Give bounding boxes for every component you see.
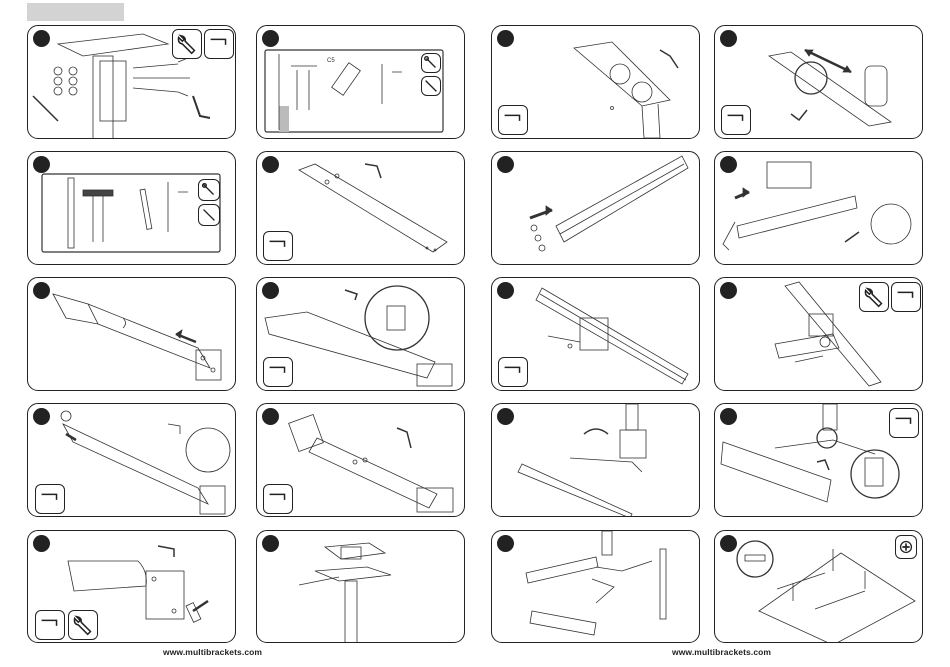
allen-key-icon: [498, 357, 528, 387]
step-panel-6: [256, 151, 465, 265]
allen-key-icon: [721, 105, 751, 135]
step-panel-20: [714, 530, 923, 643]
step-panel-17: [27, 530, 236, 643]
allen-key-icon: [204, 29, 234, 59]
step-panel-4: [714, 25, 923, 139]
step-20-illustration: [715, 531, 923, 643]
step-panel-3: [491, 25, 700, 139]
step-panel-7: [491, 151, 700, 265]
step-panel-16: [714, 403, 923, 517]
allen-key-icon: [891, 282, 921, 312]
step-panel-1: [27, 25, 236, 139]
step-panel-14: [256, 403, 465, 517]
step-panel-11: [491, 277, 700, 391]
step-panel-9: [27, 277, 236, 391]
step-panel-19: [491, 530, 700, 643]
drill-bit-icon: [198, 204, 220, 226]
phillips-screw-icon: [895, 535, 917, 559]
wrench-icon: [68, 610, 98, 640]
step-panel-10: [256, 277, 465, 391]
step-panel-8: [714, 151, 923, 265]
drill-bit-icon: [421, 76, 441, 96]
footer-url-left[interactable]: www.multibrackets.com: [163, 647, 262, 657]
step-19-illustration: [492, 531, 700, 643]
step-panel-5: [27, 151, 236, 265]
step-7-illustration: [492, 152, 700, 265]
allen-key-icon: [889, 408, 919, 438]
allen-key-icon: [263, 484, 293, 514]
step-panel-12: [714, 277, 923, 391]
step-panel-18: [256, 530, 465, 643]
step-panel-13: [27, 403, 236, 517]
step-9-illustration: [28, 278, 236, 391]
allen-key-icon: [498, 105, 528, 135]
allen-key-icon: [263, 357, 293, 387]
step-panel-2: C5: [256, 25, 465, 139]
step-18-illustration: [257, 531, 465, 643]
allen-key-icon: [35, 484, 65, 514]
screwdriver-icon: [421, 53, 441, 73]
step-8-illustration: [715, 152, 923, 265]
step-panel-15: [491, 403, 700, 517]
header-bar: [27, 3, 124, 21]
allen-key-icon: [35, 610, 65, 640]
allen-key-icon: [263, 231, 293, 261]
footer-url-right[interactable]: www.multibrackets.com: [672, 647, 771, 657]
screwdriver-icon: [198, 179, 220, 201]
wrench-icon: [859, 282, 889, 312]
wrench-icon: [172, 29, 202, 59]
dimension-label: C5: [327, 58, 335, 64]
step-15-illustration: [492, 404, 700, 517]
